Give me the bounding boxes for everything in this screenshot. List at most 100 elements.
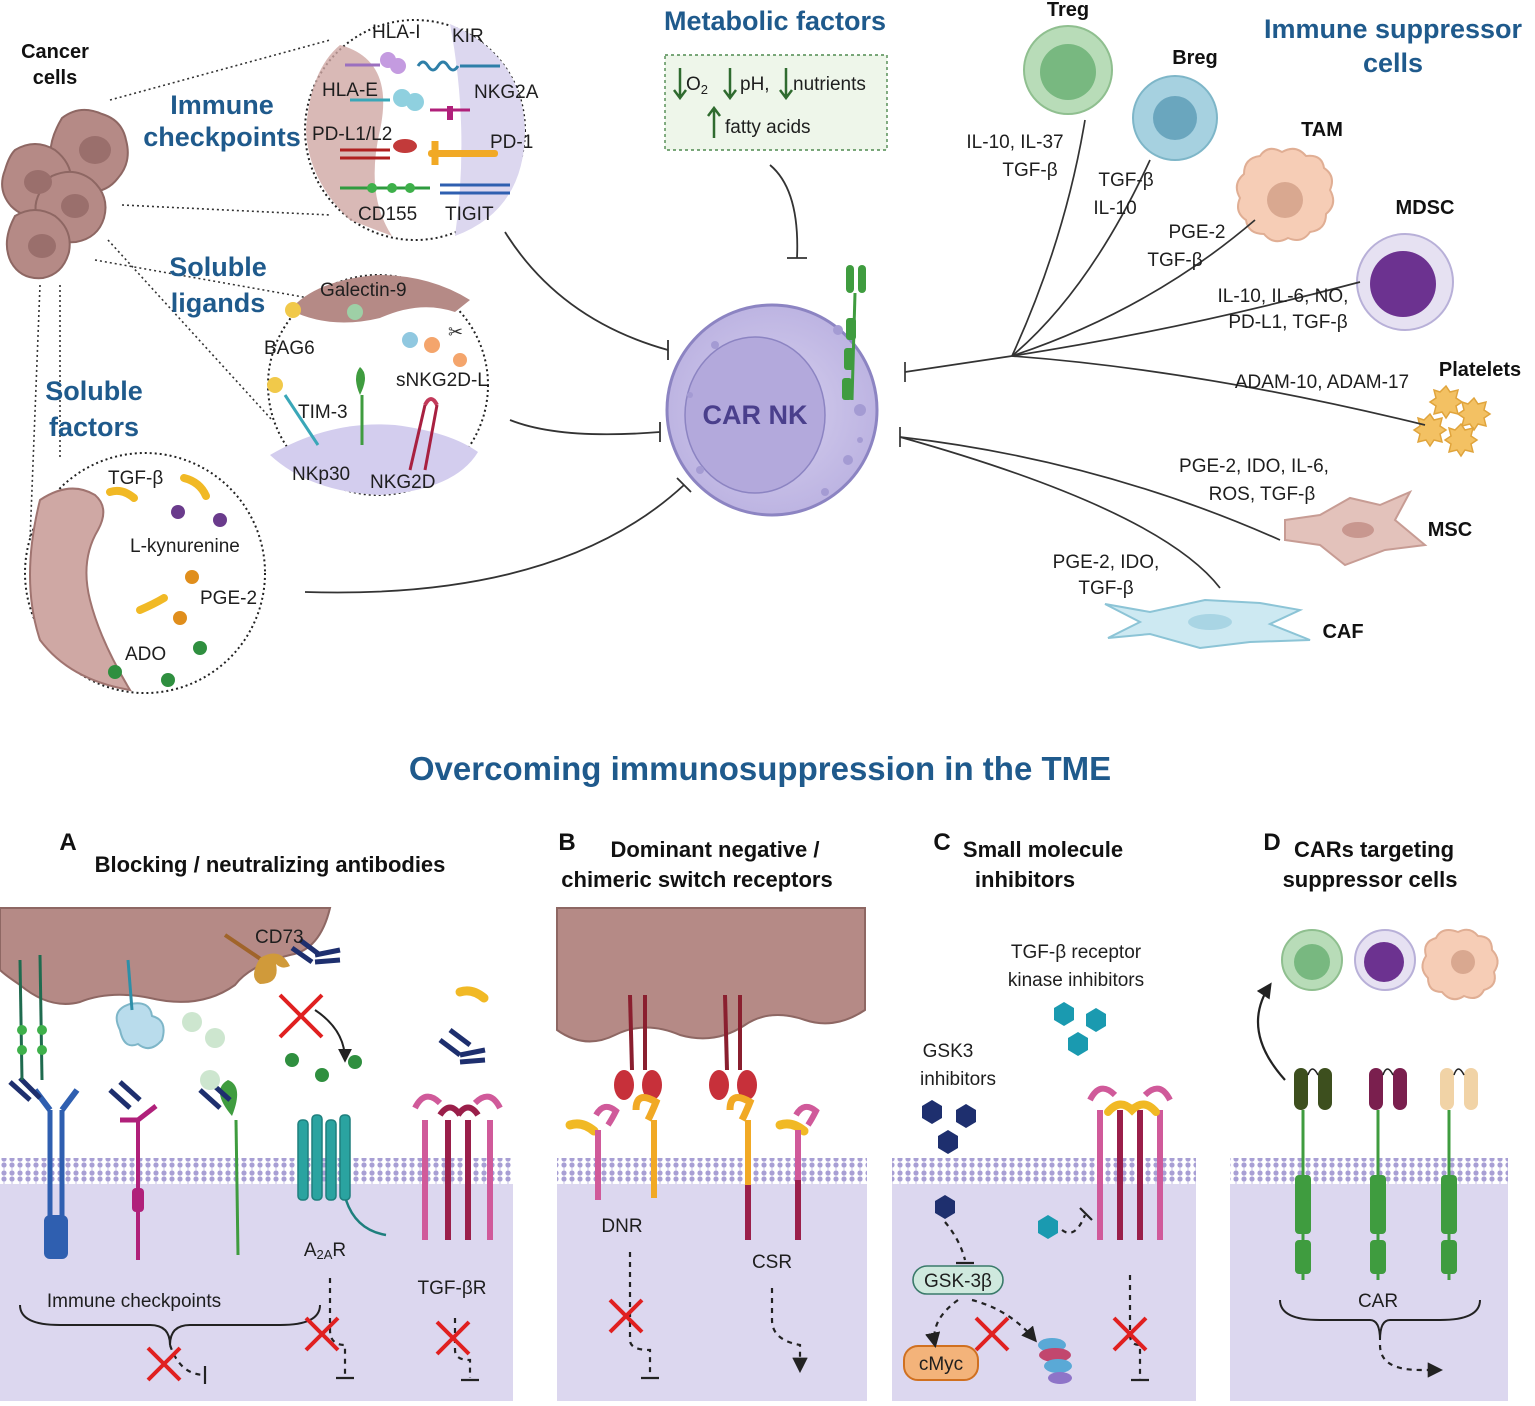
oxygen-label: O2 bbox=[686, 74, 708, 97]
metabolic-factors-box bbox=[664, 54, 888, 151]
panel-a bbox=[0, 907, 513, 1401]
panel-c-heading-2: inhibitors bbox=[975, 867, 1075, 892]
nkg2d-label: NKG2D bbox=[370, 472, 435, 493]
tam-factors-2: TGF-β bbox=[1147, 250, 1202, 271]
snkg2d-l-label: sNKG2D-L bbox=[396, 370, 488, 391]
hla-i-label: HLA-I bbox=[372, 22, 421, 43]
caf-label: CAF bbox=[1322, 621, 1363, 643]
treg-factors-2: TGF-β bbox=[1002, 160, 1057, 181]
msc-label: MSC bbox=[1428, 519, 1472, 541]
cancer-cells-label-1: Cancer bbox=[21, 41, 89, 63]
cd155-label: CD155 bbox=[358, 204, 417, 225]
tam-label: TAM bbox=[1301, 119, 1343, 141]
nkg2a-label: NKG2A bbox=[474, 82, 539, 103]
hla-e-label: HLA-E bbox=[322, 80, 378, 101]
caf-factors-1: PGE-2, IDO, bbox=[1053, 552, 1160, 573]
panel-d-letter: D bbox=[1263, 829, 1280, 856]
soluble-factors-zoom bbox=[24, 452, 266, 694]
a2ar-label: A2AR bbox=[304, 1240, 346, 1262]
immune-checkpoints-label: Immune checkpoints bbox=[47, 1291, 221, 1312]
nutrients-label: nutrients bbox=[793, 74, 866, 95]
svg-text:✂: ✂ bbox=[448, 322, 463, 342]
panel-c bbox=[892, 1002, 1196, 1401]
caf-cell bbox=[1104, 598, 1311, 650]
fatty-acids-label: fatty acids bbox=[725, 117, 811, 138]
panel-d-heading-1: CARs targeting bbox=[1294, 837, 1454, 862]
soluble-ligands-zoom: ✂ bbox=[267, 274, 489, 496]
ph-label: pH, bbox=[740, 74, 770, 95]
car-label: CAR bbox=[1358, 1291, 1398, 1312]
treg-cell bbox=[1023, 25, 1113, 115]
mdsc-label: MDSC bbox=[1396, 197, 1455, 219]
pge-2-factor-label: PGE-2 bbox=[200, 588, 257, 609]
soluble-factors-heading-2: factors bbox=[49, 412, 139, 442]
pd-l1-l2-label: PD-L1/L2 bbox=[312, 124, 392, 145]
nkp30-label: NKp30 bbox=[292, 464, 350, 485]
breg-cell bbox=[1132, 75, 1218, 161]
metabolic-factors-heading: Metabolic factors bbox=[664, 6, 886, 36]
mdsc-cell bbox=[1356, 233, 1454, 331]
msc-factors-1: PGE-2, IDO, IL-6, bbox=[1179, 456, 1329, 477]
mdsc-factors-1: IL-10, IL-6, NO, bbox=[1218, 286, 1349, 307]
immune-checkpoints-zoom bbox=[304, 19, 526, 241]
platelets-label: Platelets bbox=[1439, 359, 1521, 381]
panel-b-heading-1: Dominant negative / bbox=[610, 837, 819, 862]
panel-b bbox=[556, 907, 867, 1401]
left-inhibition-lines bbox=[304, 164, 807, 594]
soluble-factors-heading-1: Soluble bbox=[45, 376, 143, 406]
breg-factors-2: IL-10 bbox=[1093, 198, 1136, 219]
panel-a-letter: A bbox=[59, 829, 76, 856]
pd-1-label: PD-1 bbox=[490, 132, 533, 153]
csr-label: CSR bbox=[752, 1252, 792, 1273]
metabolic-arrows bbox=[673, 68, 793, 138]
car-receptor-icon bbox=[842, 265, 866, 401]
car-nk-label: CAR NK bbox=[703, 400, 808, 430]
suppressor-heading-1: Immune suppressor bbox=[1264, 14, 1523, 44]
tgf-beta-factor-label: TGF-β bbox=[108, 468, 163, 489]
gsk3-inhibitors-label-2: inhibitors bbox=[920, 1069, 996, 1090]
right-inhibition-lines bbox=[899, 119, 1426, 589]
treg-factors-1: IL-10, IL-37 bbox=[966, 132, 1063, 153]
dnr-label: DNR bbox=[601, 1216, 642, 1237]
cd73-label: CD73 bbox=[255, 927, 304, 948]
panel-d bbox=[1230, 928, 1508, 1401]
panel-c-heading-1: Small molecule bbox=[963, 837, 1123, 862]
panel-b-heading-2: chimeric switch receptors bbox=[561, 867, 832, 892]
tgf-beta-r-label: TGF-βR bbox=[418, 1278, 487, 1299]
cancer-cells-label-2: cells bbox=[33, 67, 77, 89]
msc-factors-2: ROS, TGF-β bbox=[1209, 484, 1316, 505]
l-kynurenine-label: L-kynurenine bbox=[130, 536, 240, 557]
panel-d-heading-2: suppressor cells bbox=[1283, 867, 1458, 892]
immune-checkpoints-heading-2: checkpoints bbox=[143, 122, 301, 152]
figure-title: Overcoming immunosuppression in the TME bbox=[409, 750, 1111, 787]
immune-checkpoints-heading-1: Immune bbox=[170, 90, 274, 120]
suppressor-heading-2: cells bbox=[1363, 48, 1423, 78]
breg-label: Breg bbox=[1172, 47, 1218, 69]
tam-cell bbox=[1235, 147, 1335, 243]
ado-label: ADO bbox=[125, 644, 166, 665]
kir-label: KIR bbox=[452, 26, 484, 47]
zoom-lines bbox=[29, 39, 331, 541]
platelets-icon bbox=[1412, 384, 1492, 458]
panel-a-heading: Blocking / neutralizing antibodies bbox=[95, 852, 446, 877]
bag6-label: BAG6 bbox=[264, 338, 315, 359]
mdsc-factors-2: PD-L1, TGF-β bbox=[1228, 312, 1347, 333]
tim-3-label: TIM-3 bbox=[298, 402, 348, 423]
panel-c-letter: C bbox=[933, 829, 950, 856]
tgf-beta-inhibitors-label-2: kinase inhibitors bbox=[1008, 970, 1144, 991]
msc-cell bbox=[1284, 489, 1428, 567]
gsk-3-beta-label: GSK-3β bbox=[924, 1271, 992, 1292]
tam-factors-1: PGE-2 bbox=[1168, 222, 1225, 243]
cmyc-label: cMyc bbox=[919, 1354, 963, 1375]
platelet-factors: ADAM-10, ADAM-17 bbox=[1235, 372, 1409, 393]
breg-factors-1: TGF-β bbox=[1098, 170, 1153, 191]
panel-b-letter: B bbox=[558, 829, 575, 856]
caf-factors-2: TGF-β bbox=[1078, 578, 1133, 599]
cancer-cells-cluster bbox=[1, 108, 129, 280]
gsk3-inhibitors-label-1: GSK3 bbox=[923, 1041, 974, 1062]
soluble-ligands-heading-1: Soluble bbox=[169, 252, 267, 282]
soluble-ligands-heading-2: ligands bbox=[171, 288, 266, 318]
car-nk-cell bbox=[665, 303, 879, 517]
